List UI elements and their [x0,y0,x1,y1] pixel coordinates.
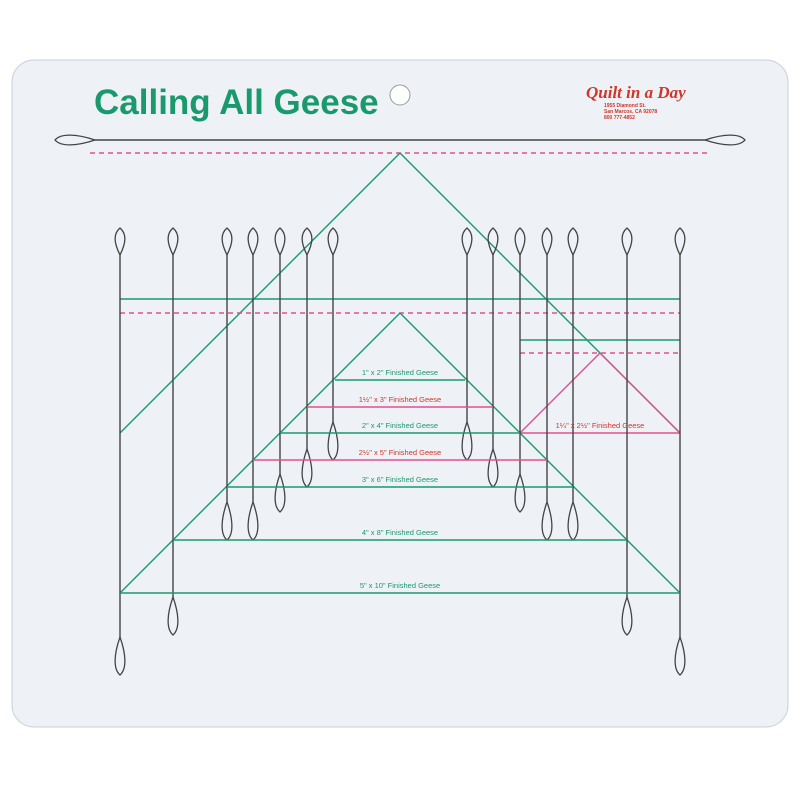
ruler-title: Calling All Geese [94,83,379,122]
wire-right-4-top-loop [541,227,553,257]
wire-right-7-top-loop [461,227,473,257]
address-line-3: 800 777-4852 [604,115,635,121]
size-label: 4" x 8" Finished Geese [362,528,438,537]
side-size-label: 1¼" x 2½" Finished Geese [556,421,645,430]
size-label: 3" x 6" Finished Geese [362,475,438,484]
wire-left-2-top-loop [167,227,179,257]
wire-right-3-top-loop [567,227,579,257]
small-triangle-right-edge [599,352,681,434]
large-triangle-left-edge [119,152,401,434]
size-label: 5" x 10" Finished Geese [360,581,440,590]
wire-right-2-top-loop [621,227,633,257]
medium-triangle-left-edge [119,312,401,594]
small-triangle-left-edge [519,352,601,434]
wire-right-1-bottom-loop [674,635,686,676]
wire-right-2-bottom-loop [621,595,633,636]
wire-left-5-top-loop [274,227,286,257]
wire-left-3-top-loop [221,227,233,257]
ruler-board [11,59,789,728]
size-label: 1" x 2" Finished Geese [362,368,438,377]
wire-left-1-top-loop [114,227,126,257]
wire-right-5-bottom-loop [514,472,526,513]
brand-logo: Quilt in a Day [586,83,686,102]
wire-right-5-top-loop [514,227,526,257]
address-line-2: San Marcos, CA 92078 [604,109,657,115]
wire-end-right [702,134,746,146]
wire-right-6-top-loop [487,227,499,257]
wire-left-5-bottom-loop [274,472,286,513]
size-label: 1½" x 3" Finished Geese [359,395,441,404]
medium-triangle-right-edge [399,312,681,594]
size-label: 2½" x 5" Finished Geese [359,448,441,457]
wire-right-1-top-loop [674,227,686,257]
wire-left-6-top-loop [301,227,313,257]
size-label: 2" x 4" Finished Geese [362,421,438,430]
wire-left-7-top-loop [327,227,339,257]
wire-end-left [54,134,98,146]
hanging-hole [389,84,411,106]
wire-left-4-top-loop [247,227,259,257]
wire-left-1-bottom-loop [114,635,126,676]
wire-left-2-bottom-loop [167,595,179,636]
address-line-1: 1955 Diamond St. [604,103,646,109]
